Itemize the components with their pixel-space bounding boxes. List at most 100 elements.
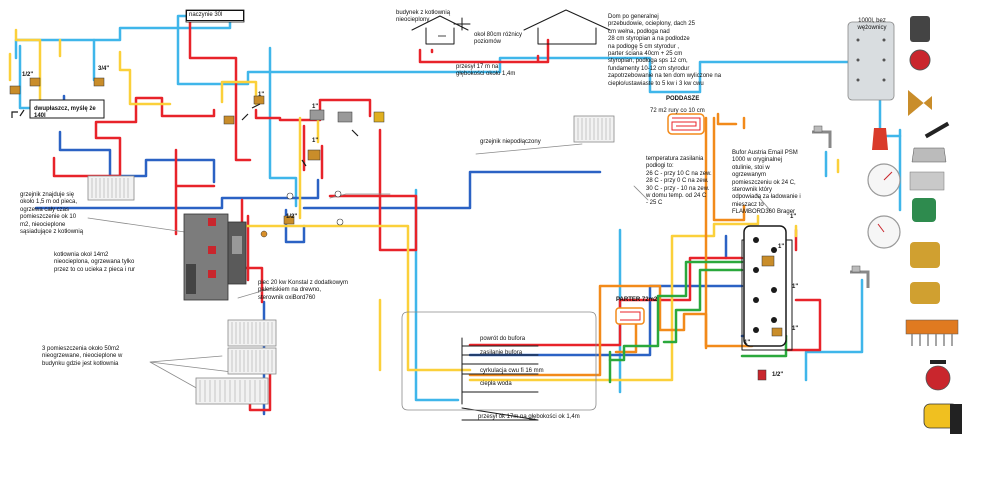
filter-icon xyxy=(908,90,932,116)
pipe-size-label: 1" xyxy=(744,340,751,346)
pipe-size-label: 1" xyxy=(258,92,265,98)
supply-transfer xyxy=(418,38,550,64)
circulation-parter xyxy=(614,318,638,354)
pump-icon xyxy=(909,49,931,71)
poddasze-loop-inner xyxy=(671,117,701,131)
supply-to-buffer xyxy=(468,256,744,347)
circulation-pipes xyxy=(468,112,754,377)
pipe-size-label: 3/4" xyxy=(98,66,110,72)
hot-water-right xyxy=(794,158,840,238)
return-to-buffer-label: powrót do bufora xyxy=(480,336,526,342)
hot-water-left xyxy=(8,28,62,114)
parter-label: PARTER 72m2 xyxy=(616,297,658,303)
cold-water-right xyxy=(824,128,902,212)
safety-valve-icon xyxy=(872,128,888,150)
transfer-bottom-label: przesył ok 17m na głębokości ok 1,4m xyxy=(478,414,580,420)
return-main xyxy=(34,178,320,210)
boiler-description: piec 20 kw Konstal z dodatkowym palenisk… xyxy=(258,280,349,301)
gauge-icon xyxy=(334,190,342,198)
valve-icon xyxy=(757,369,767,381)
radiator-upper xyxy=(87,175,135,201)
ball-valve-icon xyxy=(911,147,947,163)
supply-return-loop xyxy=(328,128,418,252)
hot-water-pipes xyxy=(8,28,840,382)
underfloor-parter xyxy=(615,307,645,325)
valve-icon xyxy=(761,255,775,267)
check-valve-icon xyxy=(910,282,940,304)
dwuplaszcz-box xyxy=(29,99,105,119)
valve-icon xyxy=(93,77,105,87)
transfer-top-label: przesył 17 m na głębokości około 1,4m xyxy=(456,64,516,78)
pipe-fittings xyxy=(9,77,783,381)
valve-icon xyxy=(307,149,321,161)
hot-water-cylinder xyxy=(118,50,172,106)
poddasze-label: PODDASZE xyxy=(666,96,700,102)
green-parter xyxy=(608,260,744,362)
poddasze-loop-outer xyxy=(667,113,705,135)
gauge-icon xyxy=(336,218,344,226)
hot-water-to-buffer xyxy=(468,214,760,382)
annotation-leaders-2 xyxy=(329,143,649,201)
arrow-up-icon xyxy=(11,109,25,118)
naczynie-label: naczynie 30l xyxy=(186,10,244,21)
circulation-pump-icon xyxy=(912,198,936,222)
building-marker xyxy=(453,17,471,31)
buffer-capacity-label: 1000l, bez wężownicy xyxy=(857,18,887,32)
pipe-size-label: 1/2" xyxy=(22,72,34,78)
radiator-lower-2 xyxy=(227,347,277,375)
valve-icon xyxy=(9,85,21,95)
pipe-size-label: 1/2" xyxy=(286,214,298,220)
valve-icon xyxy=(29,77,41,87)
check-valve-icon xyxy=(373,111,385,123)
return-branch xyxy=(284,170,602,244)
pipe-size-label: 1" xyxy=(312,138,319,144)
boiler-icon xyxy=(183,213,247,301)
manifold-icon xyxy=(905,319,959,335)
dwuplaszcz-label: dwupłaszcz, myślę że 140l xyxy=(34,106,96,120)
pump-icon xyxy=(309,109,325,121)
radiator-niepodlaczony xyxy=(573,115,615,143)
valve-icon xyxy=(283,215,295,225)
radiator-near-boiler-label: grzejnik znajduje się około 1,5 m od pie… xyxy=(20,192,84,236)
hot-water-vertical xyxy=(298,116,320,220)
pipe-size-label: 1" xyxy=(790,214,797,220)
pipe-size-label: 1/2" xyxy=(772,372,784,378)
cold-water-right-low xyxy=(804,278,864,382)
radiator-lower-1 xyxy=(227,319,277,347)
green-return xyxy=(662,268,744,344)
annotation-leaders-3 xyxy=(237,193,771,299)
hot-water-label: ciepła woda xyxy=(480,381,512,387)
ball-valve-icon xyxy=(925,365,951,391)
pipe-size-label: 1" xyxy=(792,326,799,332)
valve-icon xyxy=(771,327,783,337)
tap-icon xyxy=(812,125,870,288)
flow-arrow-icon xyxy=(241,103,359,167)
building-label: budynek z kotłownią nieocieplony xyxy=(396,10,451,24)
floor-pipes-label: 72 m2 rury co 10 cm xyxy=(650,108,705,114)
return-to-dhw xyxy=(58,130,216,184)
underfloor-poddasze xyxy=(667,113,705,135)
supply-expansion xyxy=(188,14,252,162)
gauge-icon xyxy=(286,192,294,200)
supply-boiler xyxy=(174,148,216,236)
buffer-supply-label: zasilanie bufora xyxy=(480,350,523,356)
hot-water-top xyxy=(220,80,258,106)
cold-water-pipes xyxy=(14,14,902,402)
valve-icon xyxy=(223,115,235,125)
pipe-size-label: 1" xyxy=(792,284,799,290)
mixing-valve-actuator-icon xyxy=(910,16,930,42)
buffer-tank-icon xyxy=(743,225,787,347)
parter-loop-inner xyxy=(620,311,641,321)
circulation-vertical xyxy=(704,116,746,350)
transfer-box xyxy=(401,311,597,411)
level-difference-label: okoł 80cm różnicy poziomów xyxy=(474,32,523,46)
transfer-line-ticks xyxy=(461,345,539,393)
hot-water-main xyxy=(214,224,472,372)
buffer-description: Bufor Austria Email PSM 1000 w oryginaln… xyxy=(732,150,801,216)
radiator-lower-3 xyxy=(195,377,269,405)
radiator-unconnected-label: grzejnik niepodłączony xyxy=(480,139,541,145)
house-description: Dom po generalnej przebudowie, ocieplony… xyxy=(608,14,722,87)
building-outlines xyxy=(411,9,611,45)
